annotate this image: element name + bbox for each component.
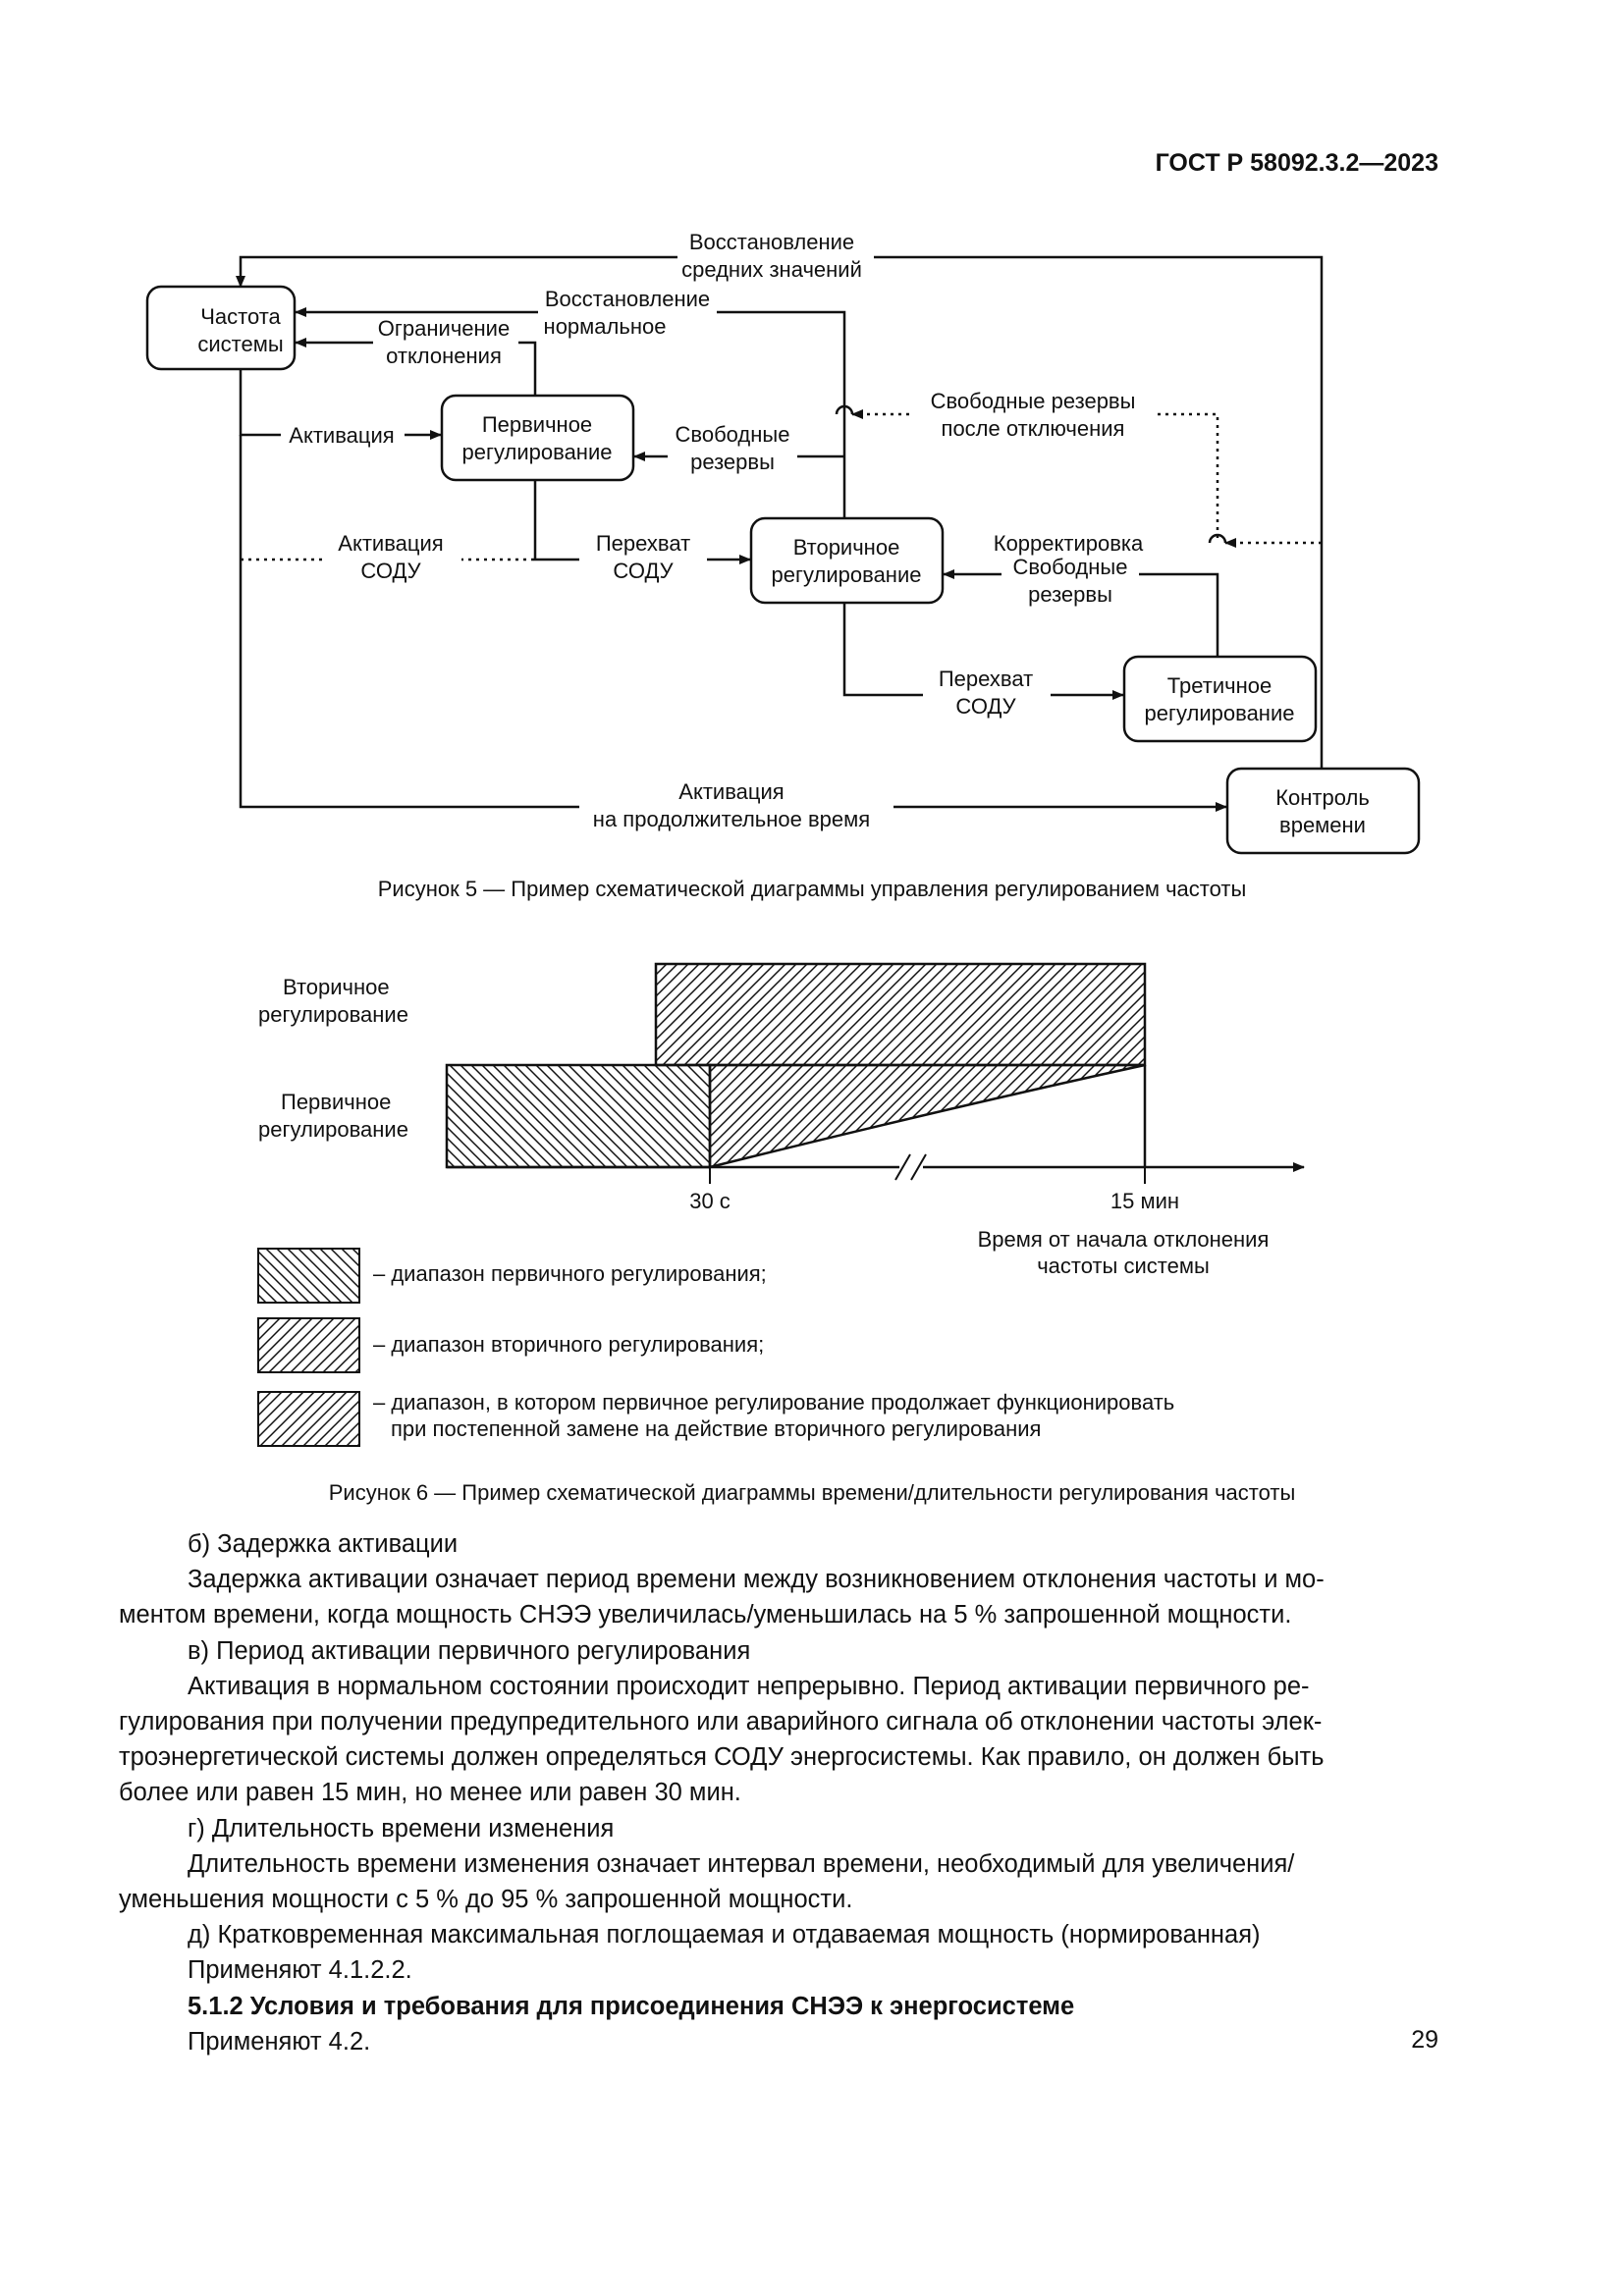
document-header: ГОСТ Р 58092.3.2—2023 (1155, 149, 1438, 177)
label-free-reserves-primary-2: резервы (690, 450, 775, 474)
box-primary-line1: Первичное (482, 412, 592, 437)
label-activation-sodu-2: СОДУ (360, 559, 421, 583)
figure5-caption: Рисунок 5 — Пример схематической диаграм… (377, 877, 1247, 901)
transition-region (708, 1063, 1146, 1169)
box-primary-line2: регулирование (462, 440, 613, 464)
label-activation: Активация (289, 423, 394, 448)
section-heading: 5.1.2 Условия и требования для присоедин… (188, 1992, 1075, 2020)
legend-swatch-transition (257, 1391, 360, 1447)
line-hop-1 (835, 404, 854, 415)
box-system-frequency-line1: Частота (200, 304, 281, 329)
legend-swatch-secondary (257, 1317, 360, 1373)
paragraph: Активация в нормальном состоянии происхо… (188, 1672, 1310, 1700)
row-secondary-label-2: регулирование (258, 1002, 408, 1027)
label-restore-avg-2: средних значений (681, 257, 862, 282)
row-primary-label-2: регулирование (258, 1117, 408, 1142)
legend-text-secondary: – диапазон вторичного регулирования; (373, 1332, 764, 1357)
label-restore-normal-2: нормальное (544, 314, 667, 339)
paragraph: Длительность времени изменения означает … (188, 1849, 1295, 1878)
label-limit-deviation-2: отклонения (386, 344, 502, 368)
box-secondary-line1: Вторичное (793, 535, 900, 560)
label-activation-long-2: на продолжительное время (593, 807, 870, 831)
arrow-free-reserves-after (851, 409, 1219, 538)
label-free-reserves-secondary-1: Свободные (1013, 555, 1128, 579)
paragraph: более или равен 15 мин, но менее или рав… (119, 1779, 741, 1807)
tick-label-30s: 30 с (689, 1189, 731, 1213)
box-primary-regulation (440, 394, 635, 482)
label-correction: Корректировка (994, 531, 1144, 556)
box-tertiary-line1: Третичное (1167, 673, 1272, 698)
tick-label-15min: 15 мин (1110, 1189, 1179, 1213)
arrow-activation-long (239, 435, 1227, 812)
label-activation-sodu-1: Активация (338, 531, 443, 556)
axis-label-2: частоты системы (1037, 1254, 1210, 1278)
paragraph: Задержка активации означает период време… (188, 1566, 1325, 1594)
label-free-reserves-after-1: Свободные резервы (931, 389, 1136, 413)
box-time-control-line2: времени (1279, 813, 1366, 837)
body-text: б) Задержка активации Задержка активации… (119, 1526, 1446, 2059)
figure6 (445, 962, 1305, 1184)
paragraph: Применяют 4.2. (188, 2027, 371, 2056)
label-intercept-sodu-1-line1: Перехват (596, 531, 690, 556)
legend-swatch-primary (257, 1248, 360, 1304)
box-secondary-regulation (749, 516, 945, 605)
label-activation-long-1: Активация (678, 779, 784, 804)
box-time-control (1225, 767, 1421, 855)
line-hop-2 (1208, 533, 1227, 544)
label-free-reserves-primary-1: Свободные (676, 422, 790, 447)
arrow-restore-normal (295, 307, 846, 518)
box-secondary-line2: регулирование (772, 562, 922, 587)
label-limit-deviation-1: Ограничение (378, 316, 510, 341)
axis-break-1 (894, 1153, 911, 1181)
label-free-reserves-secondary-2: резервы (1028, 582, 1112, 607)
paragraph: Применяют 4.1.2.2. (188, 1956, 412, 1985)
label-intercept-sodu-2-line2: СОДУ (955, 694, 1016, 719)
legend-text-primary: – диапазон первичного регулирования; (373, 1261, 767, 1286)
paragraph: в) Период активации первичного регулиров… (188, 1636, 751, 1665)
axis-break-2 (910, 1153, 927, 1181)
paragraph: д) Кратковременная максимальная поглощае… (188, 1921, 1261, 1949)
paragraph: б) Задержка активации (188, 1530, 459, 1558)
paragraph: уменьшения мощности с 5 % до 95 % запрош… (119, 1886, 853, 1914)
paragraph: ментом времени, когда мощность СНЭЭ увел… (119, 1601, 1292, 1629)
page-number: 29 (1411, 2026, 1438, 2054)
legend (257, 1248, 360, 1447)
figure6-caption: Рисунок 6 — Пример схематической диаграм… (328, 1480, 1296, 1505)
paragraph: троэнергетической системы должен определ… (119, 1743, 1325, 1772)
label-restore-normal-1: Восстановление (545, 287, 710, 311)
label-intercept-sodu-1-line2: СОДУ (613, 559, 674, 583)
box-tertiary-line2: регулирование (1145, 701, 1295, 725)
box-tertiary-regulation (1122, 655, 1318, 743)
row-primary-label-1: Первичное (281, 1090, 391, 1114)
paragraph: г) Длительность времени изменения (188, 1814, 615, 1842)
legend-text-transition-1: – диапазон, в котором первичное регулиро… (373, 1390, 1174, 1415)
label-restore-avg-1: Восстановление (689, 230, 854, 254)
paragraph: гулирования при получении предупредитель… (119, 1708, 1323, 1736)
axis-label-1: Время от начала отклонения (978, 1227, 1270, 1252)
secondary-range-bar (654, 962, 1147, 1067)
row-secondary-label-1: Вторичное (283, 975, 390, 999)
box-system-frequency (145, 285, 297, 371)
legend-text-transition-2: при постепенной замене на действие втори… (391, 1416, 1041, 1441)
primary-range-bar (445, 1063, 712, 1169)
label-free-reserves-after-2: после отключения (942, 416, 1125, 441)
label-intercept-sodu-2-line1: Перехват (939, 667, 1033, 691)
box-system-frequency-line2: системы (197, 332, 283, 356)
box-time-control-line1: Контроль (1275, 785, 1370, 810)
